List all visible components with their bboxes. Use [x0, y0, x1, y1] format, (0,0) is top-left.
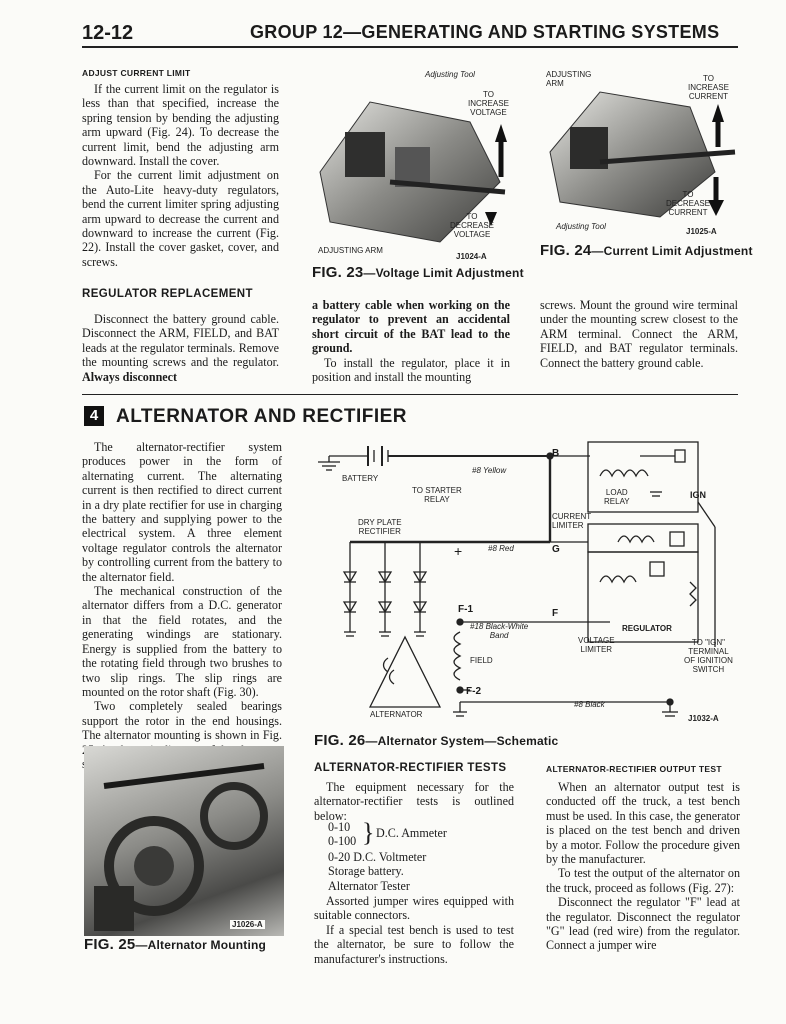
- fig23-increase-label: TO INCREASE VOLTAGE: [468, 90, 509, 117]
- output-heading: ALTERNATOR-RECTIFIER OUTPUT TEST: [546, 764, 722, 774]
- fig26-f1-terminal: F-1: [458, 604, 473, 615]
- fig26-black-label: #8 Black: [574, 700, 605, 709]
- fig23-tool-label: Adjusting Tool: [425, 70, 475, 79]
- fig23-decrease-label: TO DECREASE VOLTAGE: [450, 212, 495, 239]
- output-paragraph-1: When an alternator output test is conduc…: [546, 780, 740, 867]
- fig26-black-white-label: #18 Black-White Band: [470, 622, 529, 640]
- alternator-paragraph-2: The mechanical construction of the alter…: [82, 584, 282, 699]
- fig25-caption-text: —Alternator Mounting: [135, 938, 267, 952]
- fig24-tool-label: Adjusting Tool: [556, 222, 606, 231]
- fig26-schematic: [318, 441, 716, 717]
- replacement-continued: screws. Mount the ground wire terminal u…: [540, 298, 738, 370]
- jumper-item: Assorted jumper wires equipped with suit…: [314, 894, 514, 923]
- fig26-rectifier-label: DRY PLATE RECTIFIER: [358, 518, 402, 536]
- replacement-warning: a battery cable when working on the regu…: [312, 298, 510, 384]
- fig26-f2-terminal: F-2: [466, 686, 481, 697]
- fig26-yellow-label: #8 Yellow: [472, 466, 507, 475]
- section-title: ALTERNATOR AND RECTIFIER: [116, 406, 408, 427]
- replacement-warning-text: a battery cable when working on the regu…: [312, 298, 510, 356]
- alternator-text: The alternator-rectifier system produces…: [82, 440, 282, 771]
- fig26-red-label: #8 Red: [488, 544, 514, 553]
- tester-item: Alternator Tester: [328, 878, 410, 893]
- fig26-ign-label: IGN: [690, 490, 707, 500]
- tests-text: The equipment necessary for the alternat…: [314, 780, 514, 823]
- fig25-code: J1026-A: [230, 920, 265, 929]
- fig26-to-ign-label: TO "IGN" TERMINAL OF IGNITION SWITCH: [684, 638, 733, 674]
- fig25-caption-number: FIG. 25: [84, 936, 136, 953]
- fig26-load-relay-label: LOAD RELAY: [604, 488, 630, 506]
- section-heading: 4 ALTERNATOR AND RECTIFIER: [84, 406, 407, 428]
- adjust-text: If the current limit on the regulator is…: [82, 82, 279, 269]
- bench-note: If a special test bench is used to test …: [314, 922, 514, 966]
- fig24-illustration: [549, 91, 736, 218]
- fig26-current-limiter-label: CURRENT LIMITER: [552, 512, 592, 530]
- fig23-caption-number: FIG. 23: [312, 264, 364, 281]
- fig23-caption: FIG. 23—Voltage Limit Adjustment: [312, 264, 524, 281]
- adjust-paragraph-1: If the current limit on the regulator is…: [82, 82, 279, 169]
- fig23-arm-label: ADJUSTING ARM: [318, 246, 383, 255]
- header-rule: [82, 46, 738, 48]
- fig23-code: J1024-A: [456, 252, 487, 261]
- ammeter-range-1: 0-10: [328, 820, 351, 834]
- output-text: When an alternator output test is conduc…: [546, 780, 740, 953]
- fig26-caption-number: FIG. 26: [314, 732, 366, 749]
- fig26-caption: FIG. 26—Alternator System—Schematic: [314, 732, 558, 749]
- replacement-p1-bold: Always disconnect: [82, 369, 178, 384]
- page-number: 12-12: [82, 22, 134, 44]
- voltmeter-item: 0-20 D.C. Voltmeter: [328, 850, 427, 864]
- tests-text-2: Assorted jumper wires equipped with suit…: [314, 894, 514, 966]
- replacement-text: Disconnect the battery ground cable. Dis…: [82, 312, 279, 384]
- fig25-caption: FIG. 25—Alternator Mounting: [84, 936, 266, 953]
- replacement-paragraph-1: Disconnect the battery ground cable. Dis…: [82, 312, 279, 384]
- output-paragraph-2: To test the output of the alternator on …: [546, 866, 740, 895]
- tests-equipment-list: 0-20 D.C. Voltmeter Storage battery. Alt…: [328, 850, 426, 893]
- fig26-caption-text: —Alternator System—Schematic: [365, 734, 559, 748]
- fig24-decrease-label: TO DECREASE CURRENT: [666, 190, 711, 217]
- fig23-caption-text: —Voltage Limit Adjustment: [363, 266, 524, 280]
- fig26-plus-label: +: [454, 543, 463, 559]
- fig26-battery-label: BATTERY: [342, 474, 379, 483]
- fig23-illustration: [319, 101, 507, 243]
- replacement-heading: REGULATOR REPLACEMENT: [82, 288, 253, 300]
- tests-heading: ALTERNATOR-RECTIFIER TESTS: [314, 762, 507, 774]
- ammeter-ranges: 0-10 0-100: [328, 820, 356, 848]
- fig24-caption-text: —Current Limit Adjustment: [591, 244, 753, 258]
- fig24-code: J1025-A: [686, 227, 717, 236]
- tests-paragraph-1: The equipment necessary for the alternat…: [314, 780, 514, 823]
- alternator-paragraph-1: The alternator-rectifier system produces…: [82, 440, 282, 584]
- fig24-caption: FIG. 24—Current Limit Adjustment: [540, 242, 753, 259]
- section-number-badge: 4: [84, 406, 104, 426]
- fig26-field-label: FIELD: [470, 656, 493, 665]
- fig24-arm-label: ADJUSTING ARM: [546, 70, 592, 88]
- fig26-b-terminal: B: [552, 448, 560, 459]
- replacement-install-text: To install the regulator, place it in po…: [312, 355, 510, 385]
- fig24-caption-number: FIG. 24: [540, 242, 592, 259]
- page-header-title: GROUP 12—GENERATING AND STARTING SYSTEMS: [250, 22, 720, 42]
- output-paragraph-3: Disconnect the regulator "F" lead at the…: [546, 895, 740, 953]
- fig25-belts-drawing: [94, 763, 268, 931]
- fig26-starter-label: TO STARTER RELAY: [412, 486, 462, 504]
- fig26-alternator-label: ALTERNATOR: [370, 710, 423, 719]
- ammeter-brace: }: [362, 818, 375, 847]
- fig26-g-terminal: G: [552, 544, 560, 555]
- ammeter-range-2: 0-100: [328, 834, 357, 848]
- fig26-regulator-label: REGULATOR: [622, 624, 672, 633]
- fig26-voltage-limiter-label: VOLTAGE LIMITER: [578, 636, 615, 654]
- fig24-increase-label: TO INCREASE CURRENT: [688, 74, 729, 101]
- replacement-p1-text: Disconnect the battery ground cable. Dis…: [82, 312, 279, 370]
- fig26-code: J1032-A: [688, 714, 719, 723]
- fig26-f-terminal: F: [552, 608, 559, 619]
- replacement-continued-text: screws. Mount the ground wire terminal u…: [540, 298, 738, 370]
- section-rule: [82, 394, 738, 395]
- fig25-photo: [84, 746, 284, 936]
- adjust-heading: ADJUST CURRENT LIMIT: [82, 68, 191, 78]
- battery-item: Storage battery.: [328, 864, 404, 879]
- adjust-paragraph-2: For the current limit adjustment on the …: [82, 168, 279, 269]
- ammeter-label: D.C. Ammeter: [376, 826, 447, 840]
